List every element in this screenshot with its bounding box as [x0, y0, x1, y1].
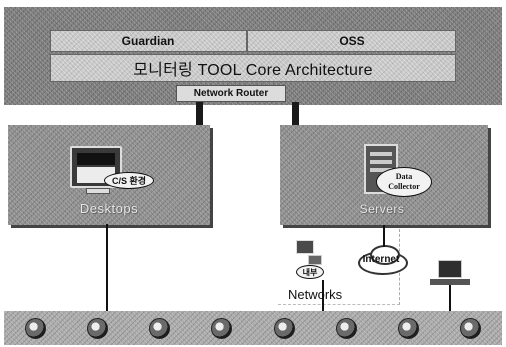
endpoint-4-icon	[211, 317, 233, 339]
router-post-right	[292, 102, 299, 126]
guardian-oss-bar	[50, 30, 456, 52]
endpoint-5-icon	[273, 317, 295, 339]
endpoint-1-icon	[24, 317, 46, 339]
data-collector-label: Data Collector	[388, 172, 420, 191]
data-collector-tag: Data Collector	[376, 167, 432, 197]
desktops-label: Desktops	[79, 200, 139, 216]
cs-environment-tag: C/S 환경	[104, 172, 154, 189]
internet-cloud-icon	[352, 245, 410, 275]
endpoint-2-icon	[86, 317, 108, 339]
router-post-left	[196, 102, 203, 126]
core-title: 모니터링 TOOL Core Architecture	[133, 62, 373, 79]
internet-label: Internet	[362, 254, 400, 265]
servers-label: Servers	[359, 202, 405, 216]
network-router-label: Network Router	[176, 85, 286, 102]
guardian-label: Guardian	[121, 34, 175, 48]
oss-label: OSS	[339, 34, 365, 48]
network-computer-icon-2	[308, 255, 322, 265]
endpoint-icons-row	[4, 311, 502, 345]
network-workstation-icon	[438, 260, 462, 278]
networks-down-line	[322, 280, 324, 312]
internal-network-tag: 내부	[296, 265, 324, 279]
networks-label: Networks	[288, 287, 343, 302]
network-workstation-base-icon	[430, 279, 470, 285]
desktop-monitor-stand-icon	[86, 188, 110, 194]
server-to-internet-line	[383, 225, 385, 247]
endpoint-8-icon	[460, 317, 482, 339]
endpoint-3-icon	[149, 317, 171, 339]
core-title-bar	[50, 54, 456, 82]
workstation-down-line	[449, 285, 451, 312]
endpoint-6-icon	[335, 317, 357, 339]
guardian-oss-divider	[246, 30, 248, 52]
network-computer-icon	[296, 240, 314, 254]
endpoint-7-icon	[398, 317, 420, 339]
desktops-down-line	[106, 224, 108, 312]
